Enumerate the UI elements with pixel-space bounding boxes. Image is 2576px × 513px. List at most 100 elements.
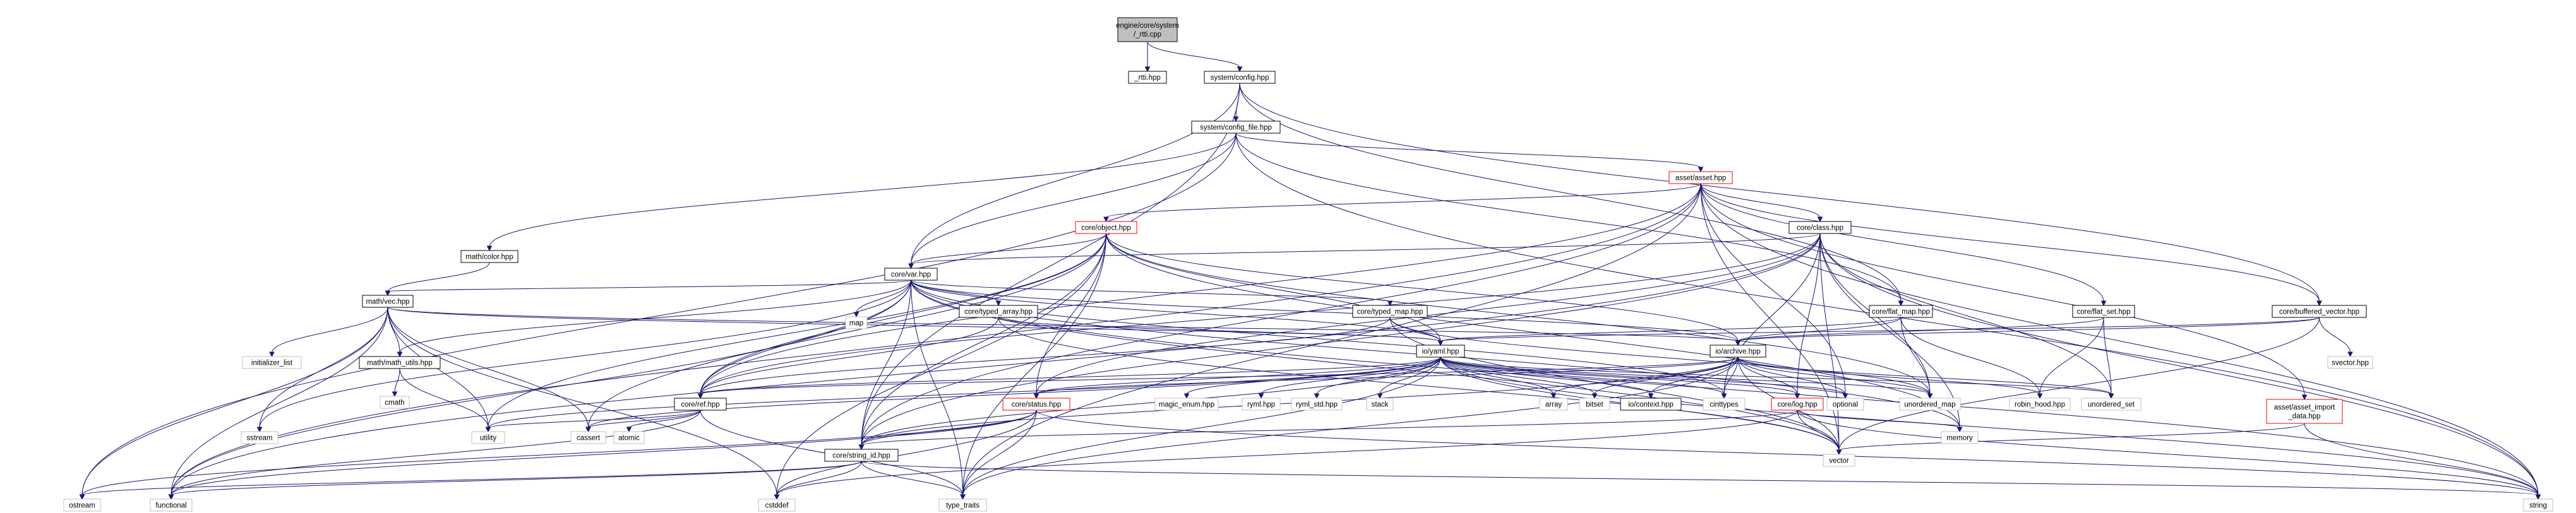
edge-asset-to-coreobject	[1103, 183, 1701, 223]
node-cinttypes: cinttypes	[1703, 398, 1746, 411]
node-array: array	[1539, 398, 1568, 411]
edge-coreref-to-atomic	[626, 410, 701, 433]
node-core-typed-map-hpp[interactable]: core/typed_map.hpp	[1352, 305, 1428, 318]
node-box	[1366, 398, 1394, 411]
edge-coreflatset-to-unordset	[2103, 317, 2114, 399]
node-ostream: ostream	[63, 498, 101, 512]
node-label: initializer_list	[251, 360, 293, 367]
node-ryml-hpp: ryml.hpp	[1242, 398, 1281, 411]
node-box	[845, 316, 868, 329]
edge-root-to-rtti	[1144, 42, 1151, 73]
node-core-class-hpp[interactable]: core/class.hpp	[1788, 221, 1852, 234]
node-math-color-hpp[interactable]: math/color.hpp	[460, 250, 518, 263]
node-unordered-map: unordered_map	[1899, 398, 1961, 411]
edge-corestringid-to-string	[861, 461, 2541, 500]
node-label: math/math_utils.hpp	[367, 360, 433, 367]
node-io-yaml-hpp[interactable]: io/yaml.hpp	[1416, 345, 1465, 358]
edge-corebufvec-to-ioarchive	[1735, 317, 2320, 346]
node-label: math/color.hpp	[465, 254, 513, 261]
node-label: array	[1545, 401, 1562, 409]
edge-ioarchive-to-unordmap	[1737, 357, 1933, 399]
edge-mathutils-to-cmath	[392, 368, 400, 398]
node-label: engine/core/system	[1116, 22, 1179, 30]
node-box	[2327, 356, 2373, 369]
node-box	[241, 431, 279, 444]
node-box	[63, 498, 101, 512]
node-label: core/buffered_vector.hpp	[2279, 309, 2359, 316]
node-label: core/object.hpp	[1081, 225, 1131, 232]
edge-coreclass-to-vector	[1819, 233, 1842, 456]
node-box	[1191, 121, 1281, 134]
node-box	[2266, 399, 2343, 424]
node-box	[1002, 398, 1070, 411]
node-box	[570, 431, 606, 444]
node-unordered-set: unordered_set	[2081, 398, 2142, 411]
node-io-archive-hpp[interactable]: io/archive.hpp	[1710, 345, 1766, 358]
node-core-object-hpp[interactable]: core/object.hpp	[1075, 221, 1137, 234]
edge-corevar-to-coreref	[697, 280, 911, 399]
edge-coreref-to-cassert	[585, 410, 701, 433]
node-core-string-id-hpp[interactable]: core/string_id.hpp	[824, 449, 899, 462]
node-asset-asset-import-data-hpp[interactable]: asset/asset_import_data.hpp	[2266, 399, 2343, 424]
edge-ioyaml-to-unordset	[1440, 357, 2114, 399]
node-core-ref-hpp[interactable]: core/ref.hpp	[674, 398, 727, 411]
node-box	[1710, 345, 1766, 358]
edge-root-to-sysconfig	[1147, 41, 1243, 73]
node-box	[380, 396, 410, 409]
node-cmath: cmath	[380, 396, 410, 409]
node-label: core/string_id.hpp	[832, 452, 890, 460]
node-svector-hpp: svector.hpp	[2327, 356, 2373, 369]
node-box	[2272, 305, 2367, 318]
edge-corevar-to-mathvec	[385, 280, 911, 297]
edge-ioarchive-to-bitset	[1591, 357, 1739, 399]
node-system-config-file-hpp[interactable]: system/config_file.hpp	[1191, 121, 1281, 134]
node-label: functional	[155, 502, 186, 510]
node-core-flat-set-hpp[interactable]: core/flat_set.hpp	[2072, 305, 2135, 318]
node-box	[460, 250, 518, 263]
node-label: core/flat_set.hpp	[2076, 309, 2130, 316]
edge-corestatus-to-typetraits	[960, 410, 1037, 500]
edge-asset-to-functional	[168, 183, 1701, 500]
node-label: vector	[1829, 457, 1848, 465]
node-core-flat-map-hpp[interactable]: core/flat_map.hpp	[1869, 305, 1933, 318]
node-core-buffered-vector-hpp[interactable]: core/buffered_vector.hpp	[2272, 305, 2367, 318]
edge-corelog-to-corestringid	[858, 410, 1798, 451]
edge-mathvec-to-ostream	[79, 307, 388, 500]
node-core-typed-array-hpp[interactable]: core/typed_array.hpp	[959, 305, 1038, 318]
edge-sysconfigfile-to-asset	[1235, 133, 1704, 173]
edge-coreobject-to-coreref	[697, 233, 1106, 399]
edge-corestringid-to-typetraits	[861, 461, 966, 500]
node-core-status-hpp[interactable]: core/status.hpp	[1002, 398, 1070, 411]
node-core-log-hpp[interactable]: core/log.hpp	[1771, 398, 1824, 411]
edge-corelog-to-vector	[1797, 410, 1842, 456]
node-functional: functional	[150, 498, 193, 512]
node-math-vec-hpp[interactable]: math/vec.hpp	[362, 295, 414, 308]
edge-corevar-to-corestringid	[858, 280, 911, 451]
edge-ioarchive-to-unordset	[1737, 357, 2114, 399]
node-label: system/config.hpp	[1211, 74, 1269, 82]
edge-corebufvec-to-svector	[2319, 317, 2353, 358]
node-box	[1771, 398, 1824, 411]
edge-ioarchive-to-array	[1550, 357, 1739, 399]
edge-coreclass-to-corestringid	[858, 233, 1821, 451]
node-box	[1620, 398, 1682, 411]
node-label: core/typed_array.hpp	[964, 309, 1033, 316]
node-core-var-hpp[interactable]: core/var.hpp	[884, 268, 938, 281]
node-type-traits: type_traits	[938, 498, 987, 512]
node-math-math-utils-hpp[interactable]: math/math_utils.hpp	[359, 356, 441, 369]
edge-ioyaml-to-string	[1440, 357, 2541, 500]
node-label: io/archive.hpp	[1715, 348, 1761, 356]
node-engine-core-system-rtti-cpp[interactable]: engine/core/system/_rtti.cpp	[1116, 17, 1179, 42]
node-rtti-hpp[interactable]: _rtti.hpp	[1128, 71, 1167, 84]
node-io-context-hpp[interactable]: io/context.hpp	[1620, 398, 1682, 411]
node-system-config-hpp[interactable]: system/config.hpp	[1204, 71, 1276, 84]
node-asset-asset-hpp[interactable]: asset/asset.hpp	[1668, 171, 1733, 184]
node-box	[1941, 431, 1979, 444]
node-label: core/log.hpp	[1777, 401, 1817, 409]
node-box	[1075, 221, 1137, 234]
edge-corelog-to-cstddef	[774, 410, 1798, 500]
edge-corevar-to-sstream	[256, 280, 911, 433]
node-box	[150, 498, 193, 512]
edge-corestringid-to-cstddef	[774, 461, 862, 500]
